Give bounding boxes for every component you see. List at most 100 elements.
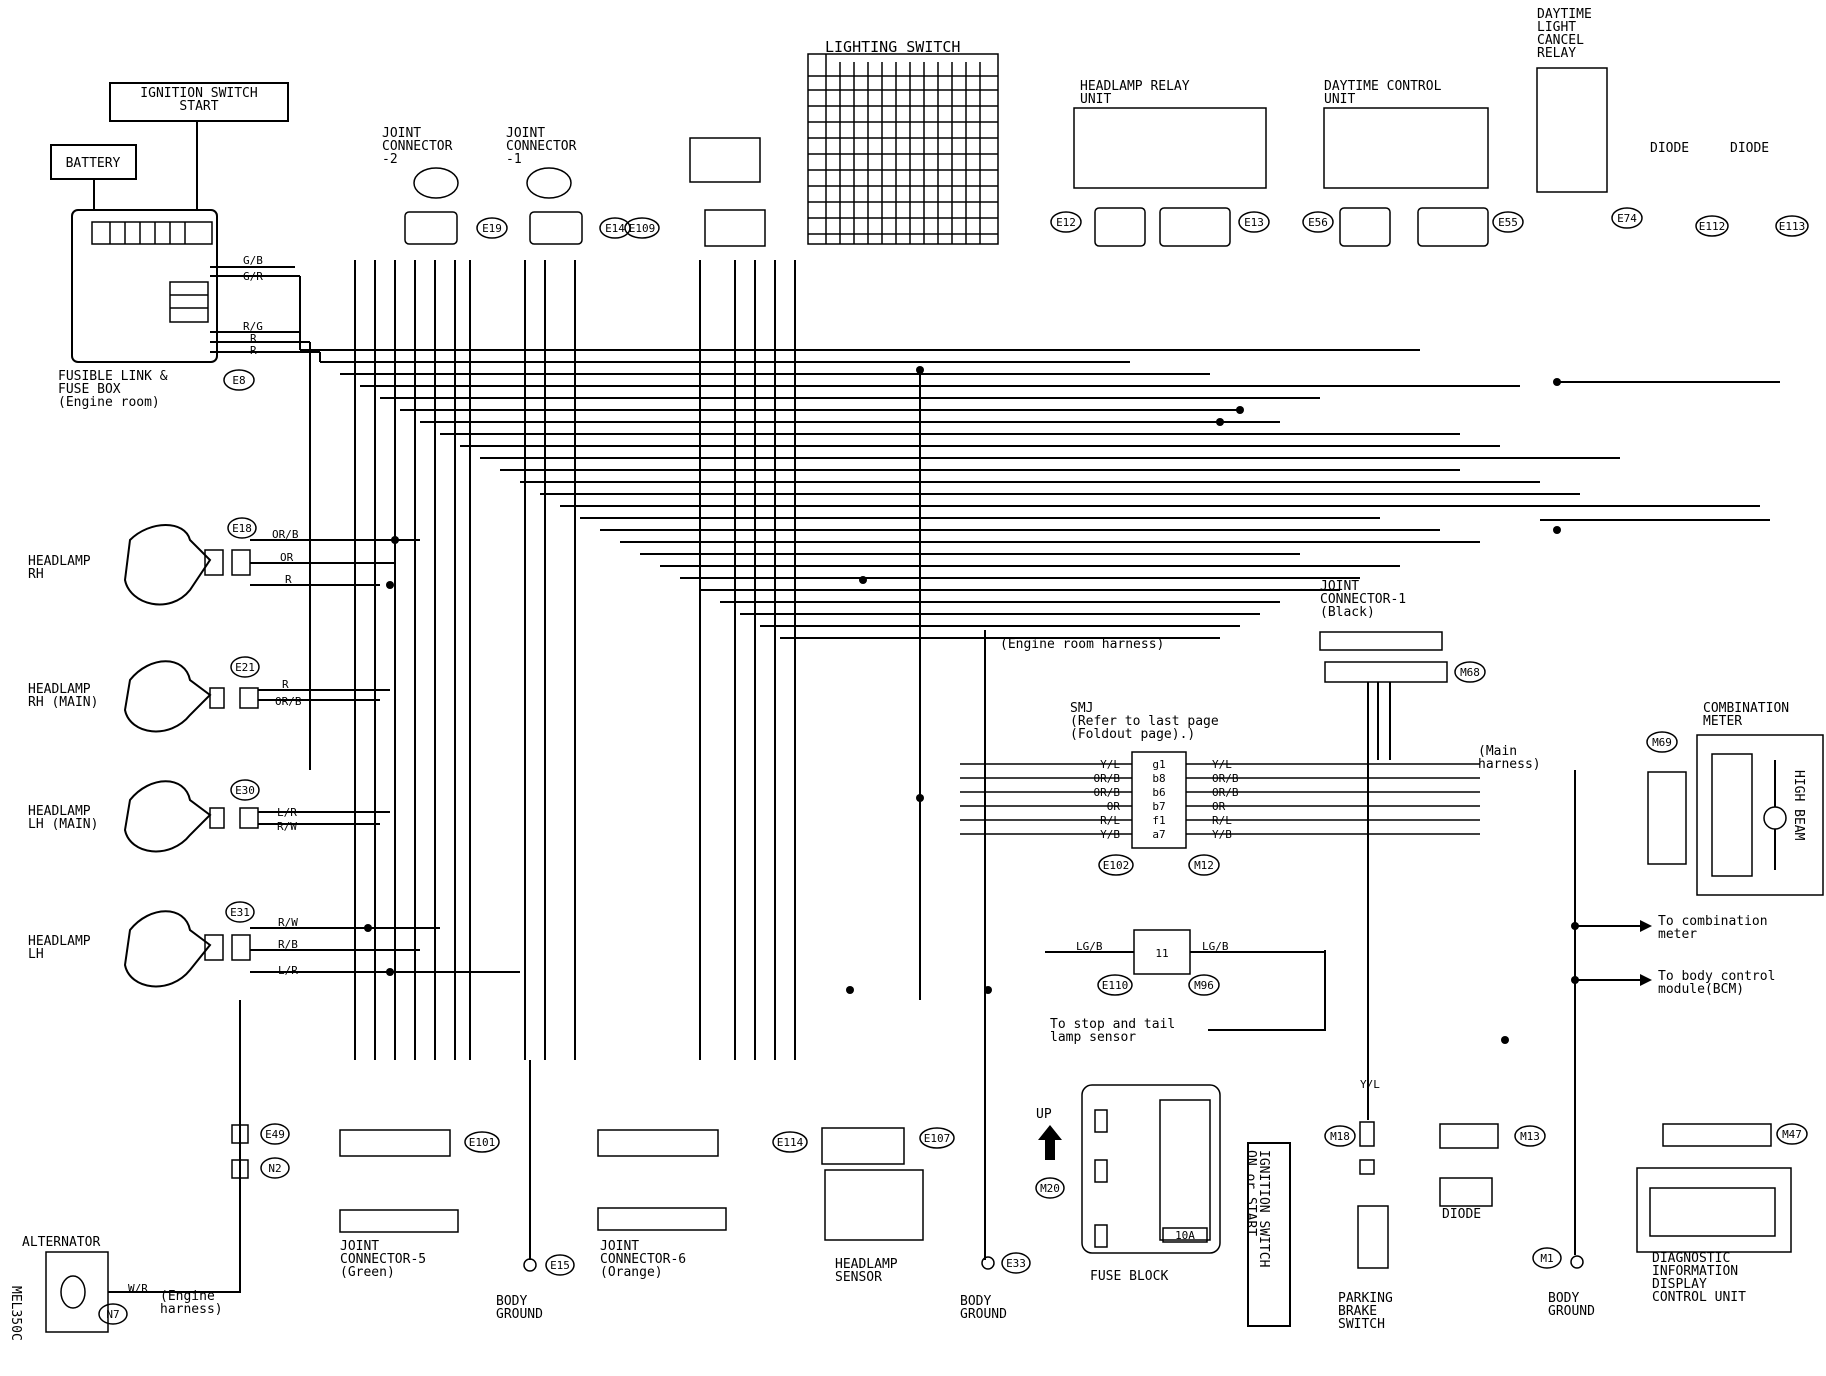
smj-pin: a7	[1152, 828, 1165, 841]
svg-text:L/R: L/R	[278, 964, 298, 977]
lighting-switch-table	[807, 53, 999, 245]
headlamp-rh: E18 OR/B OR R	[123, 517, 420, 606]
svg-text:LG/B: LG/B	[1076, 940, 1103, 953]
svg-text:UP: UP	[1036, 1107, 1052, 1122]
e8-connector: E8	[223, 369, 255, 391]
svg-text:M47: M47	[1782, 1128, 1802, 1141]
svg-text:OR: OR	[280, 551, 294, 564]
svg-text:E114: E114	[777, 1136, 804, 1149]
svg-text:G/B: G/B	[243, 254, 263, 267]
svg-text:E101: E101	[469, 1136, 496, 1149]
smj-pin: b7	[1152, 800, 1165, 813]
svg-text:Y/L: Y/L	[1360, 1078, 1380, 1091]
combination-meter: M69	[1646, 731, 1824, 896]
svg-text:G/R: G/R	[243, 270, 263, 283]
battery-label: BATTERY	[66, 156, 121, 171]
splice-dots	[364, 366, 1579, 1044]
body-ground-e15: E15	[523, 1060, 575, 1276]
up-arrow: UP M20	[1035, 1107, 1065, 1199]
svg-text:M12: M12	[1194, 859, 1214, 872]
diode2-label: DIODE	[1730, 141, 1769, 156]
svg-text:M20: M20	[1040, 1182, 1060, 1195]
m47-connector: M47	[1636, 1123, 1808, 1253]
body-ground-e33: E33	[981, 1252, 1031, 1274]
diode1-label: DIODE	[1650, 141, 1689, 156]
lighting-switch-title: LIGHTING SWITCH	[825, 38, 960, 56]
ign-on-start-box: IGNITION SWITCHON or START	[1243, 1142, 1291, 1327]
alternator-label: ALTERNATOR	[22, 1235, 100, 1250]
svg-text:E112: E112	[1699, 220, 1726, 233]
e109-connector: E109	[624, 137, 766, 247]
diode3-label: DIODE	[1442, 1207, 1481, 1222]
svg-text:E8: E8	[232, 374, 245, 387]
svg-text:OR/B: OR/B	[275, 695, 302, 708]
high-beam-label: HIGH BEAM	[1791, 770, 1806, 841]
e12-connector: E12	[1050, 211, 1082, 233]
svg-text:M69: M69	[1652, 736, 1672, 749]
fusible-link-box	[71, 209, 218, 363]
engine-room-harness-label: (Engine room harness)	[1000, 637, 1164, 652]
svg-text:E113: E113	[1779, 220, 1806, 233]
fuse-block-label: FUSE BLOCK	[1090, 1269, 1168, 1284]
svg-text:M96: M96	[1194, 979, 1214, 992]
e110-block: 11 LG/B LG/B E110 M96	[1045, 929, 1325, 996]
svg-text:M13: M13	[1520, 1130, 1540, 1143]
svg-text:R/B: R/B	[278, 938, 298, 951]
svg-text:R/G: R/G	[243, 320, 263, 333]
svg-text:N2: N2	[268, 1162, 281, 1175]
smj-pin: g1	[1152, 758, 1165, 771]
svg-text:E15: E15	[550, 1259, 570, 1272]
svg-text:M1: M1	[1540, 1252, 1553, 1265]
svg-text:11: 11	[1155, 947, 1168, 960]
svg-text:R/W: R/W	[278, 916, 298, 929]
svg-text:E18: E18	[232, 522, 252, 535]
smj-pin: b6	[1152, 786, 1165, 799]
e55-connector: E55	[1492, 211, 1524, 233]
svg-text:E56: E56	[1308, 216, 1328, 229]
svg-text:R: R	[250, 344, 257, 357]
fusible-link-label: FUSIBLE LINK &FUSE BOX(Engine room)	[58, 369, 168, 410]
svg-text:OR/B: OR/B	[272, 528, 299, 541]
svg-text:W/R: W/R	[128, 1282, 148, 1295]
parking-brake-switch: Y/L M18	[1324, 760, 1389, 1269]
alternator: N7 E49 N2 W/R	[45, 1000, 290, 1333]
svg-text:E49: E49	[265, 1128, 285, 1141]
svg-text:N7: N7	[106, 1308, 119, 1321]
m13-diode: M13	[1439, 1123, 1546, 1207]
svg-text:E30: E30	[235, 784, 255, 797]
svg-text:E33: E33	[1006, 1257, 1026, 1270]
headlamp-lh-main: E30 L/R R/W	[123, 779, 390, 853]
svg-text:E102: E102	[1103, 859, 1130, 872]
svg-text:R: R	[285, 573, 292, 586]
bcm-meter-arrows	[1575, 920, 1652, 986]
e112-connector: E112	[1695, 215, 1729, 237]
svg-text:E110: E110	[1102, 979, 1129, 992]
svg-text:E12: E12	[1056, 216, 1076, 229]
smj-label: SMJ(Refer to last page(Foldout page).)	[1070, 701, 1219, 742]
battery-label-box: BATTERY	[50, 144, 137, 180]
e56-connector: E56	[1302, 211, 1334, 233]
svg-text:M18: M18	[1330, 1130, 1350, 1143]
body-ground-m1: M1	[1532, 770, 1584, 1269]
harness-bus	[300, 349, 1780, 639]
svg-text:E31: E31	[230, 906, 250, 919]
